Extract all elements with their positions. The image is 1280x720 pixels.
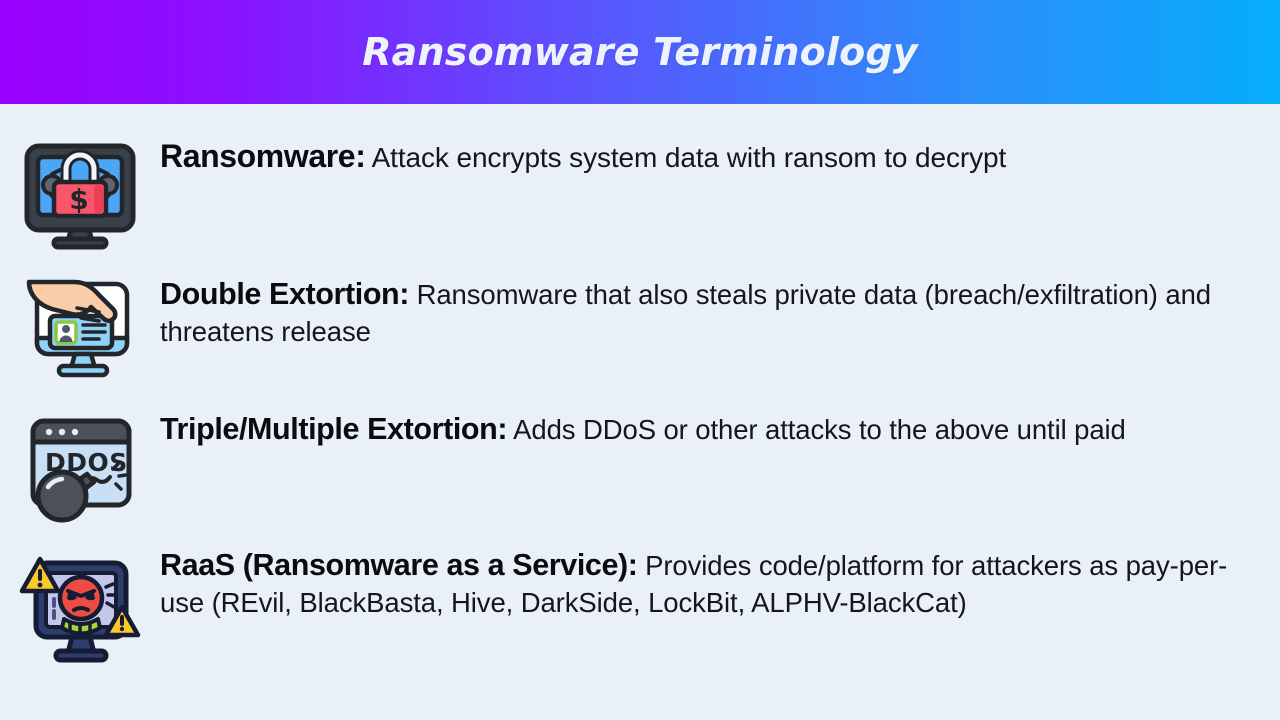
monitor-lock-dollar-icon: $ bbox=[0, 138, 160, 252]
hand-stealing-id-card-monitor-icon bbox=[0, 276, 160, 382]
list-item: $ Ransomware: Attack encrypts system dat… bbox=[0, 138, 1280, 252]
list-item: RaaS (Ransomware as a Service): Provides… bbox=[0, 547, 1280, 665]
terminology-list: $ Ransomware: Attack encrypts system dat… bbox=[0, 104, 1280, 720]
svg-text:$: $ bbox=[69, 183, 88, 216]
term-label: Triple/Multiple Extortion: bbox=[160, 412, 508, 446]
term-definition: Provides code/platform for attackers as … bbox=[160, 550, 1228, 618]
monitor-malware-face-warning-icon bbox=[0, 547, 160, 665]
entry-text: Triple/Multiple Extortion: Adds DDoS or … bbox=[160, 411, 1280, 448]
ddos-browser-bomb-icon: DDOS bbox=[0, 411, 160, 523]
term-definition: Attack encrypts system data with ransom … bbox=[371, 142, 1007, 173]
entry-text: Ransomware: Attack encrypts system data … bbox=[160, 138, 1280, 176]
list-item: Double Extortion: Ransomware that also s… bbox=[0, 276, 1280, 382]
term-label: Double Extortion: bbox=[160, 277, 410, 311]
term-definition: Ransomware that also steals private data… bbox=[160, 279, 1211, 347]
term-definition: Adds DDoS or other attacks to the above … bbox=[513, 414, 1126, 445]
term-label: RaaS (Ransomware as a Service): bbox=[160, 548, 638, 582]
term-label: Ransomware: bbox=[160, 138, 366, 174]
page-title: Ransomware Terminology bbox=[362, 30, 918, 74]
slide-header: Ransomware Terminology bbox=[0, 0, 1280, 104]
entry-text: RaaS (Ransomware as a Service): Provides… bbox=[160, 547, 1280, 621]
list-item: DDOS Triple/Multiple Extortion: Adds DDo… bbox=[0, 411, 1280, 523]
entry-text: Double Extortion: Ransomware that also s… bbox=[160, 276, 1280, 350]
